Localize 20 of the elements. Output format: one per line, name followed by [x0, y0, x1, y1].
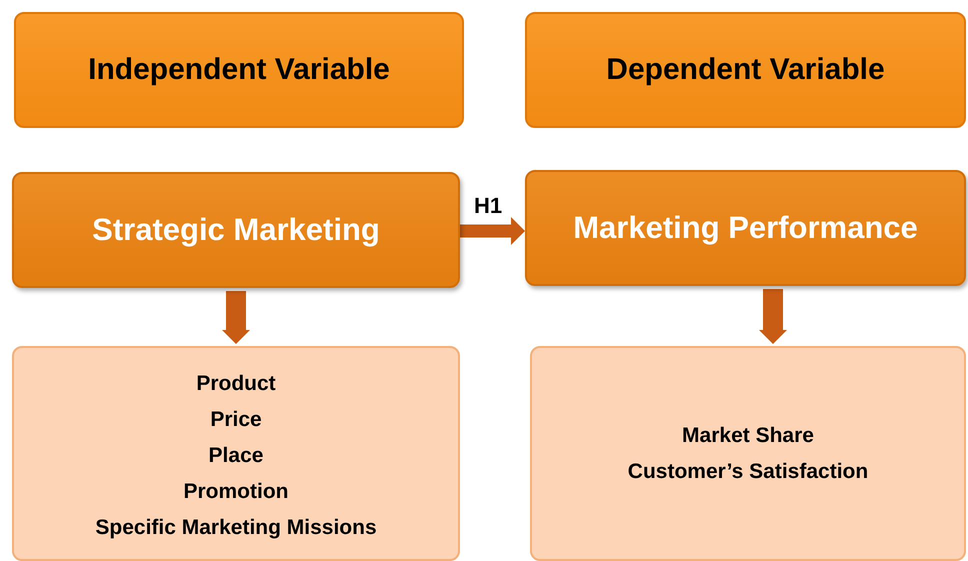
list-item: Product	[196, 371, 276, 397]
list-item: Price	[210, 407, 262, 433]
list-item: Promotion	[184, 479, 288, 505]
content-box	[12, 346, 460, 561]
content-box	[530, 346, 966, 561]
block-arrow	[460, 217, 525, 245]
list-item: Market Share	[682, 422, 814, 448]
box-title: Dependent Variable	[606, 53, 885, 87]
list-item: Customer’s Satisfaction	[628, 458, 868, 484]
header-box	[525, 170, 966, 286]
box-title: Marketing Performance	[573, 210, 918, 246]
box-title: Independent Variable	[88, 53, 390, 87]
list-item: Place	[208, 443, 264, 469]
header-box	[12, 172, 460, 288]
box-title: Strategic Marketing	[92, 212, 380, 248]
block-arrow	[222, 291, 250, 344]
header-box	[525, 12, 966, 128]
header-box	[14, 12, 464, 128]
list-item: Specific Marketing Missions	[95, 515, 377, 541]
block-arrow	[759, 289, 787, 344]
